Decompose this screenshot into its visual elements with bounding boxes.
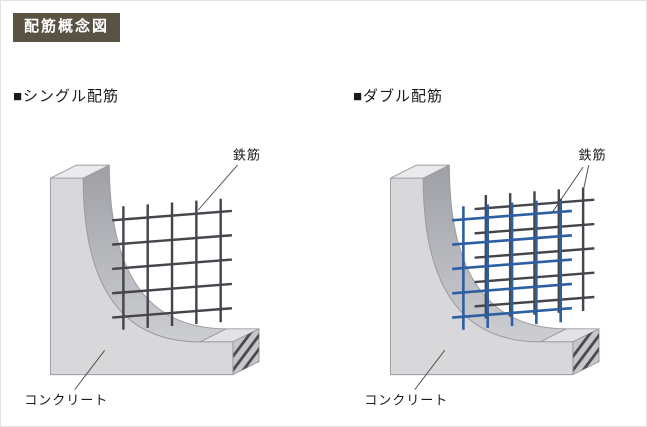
concrete-front-face [49,177,234,376]
double-reinforcement-illustration: 鉄筋 コンクリート [364,146,606,408]
panel-double-heading: ■ダブル配筋 [353,88,444,105]
rebar-leader-line-to-blue-grid [550,166,584,215]
panel-single: ■シングル配筋 [13,85,313,424]
concrete-label: コンクリート [364,393,448,408]
rebar-horizontal-bars [112,209,232,319]
rebar-horizontal-bars [474,198,595,308]
rebar-label: 鉄筋 [233,146,261,162]
single-reinforcement-illustration: 鉄筋 コンクリート [24,146,261,408]
rebar-leader-line-to-dark-grid [582,164,590,192]
rebar-grid-dark-back-layer [474,187,595,319]
rebar-leader-line [197,164,238,211]
rebar-grid-dark [112,198,232,330]
panel-single-heading: ■シングル配筋 [13,88,120,105]
rebar-label: 鉄筋 [578,146,606,162]
page-title: 配筋概念図 [13,13,121,42]
cut-face-hatching [572,328,600,375]
rebar-horizontal-bars [452,209,573,319]
concrete-leader-line [414,350,446,390]
concrete-leader-line [74,350,106,390]
panel-double: ■ダブル配筋 [353,85,646,424]
concrete-label: コンクリート [24,393,108,408]
rebar-grid-blue-front-layer [452,198,573,330]
cut-face-hatching [232,328,260,375]
